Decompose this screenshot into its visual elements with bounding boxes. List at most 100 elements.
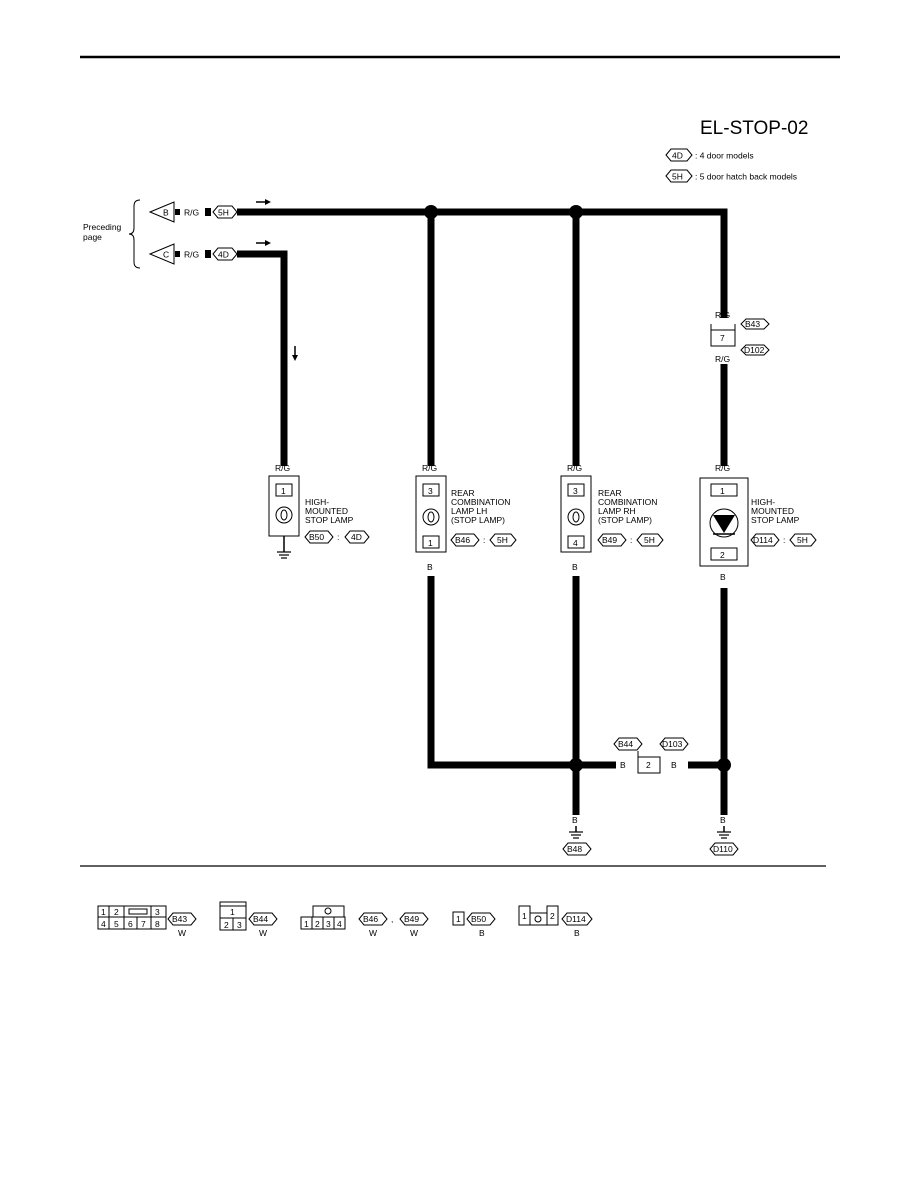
svg-text:B: B bbox=[163, 208, 169, 218]
svg-text:D114: D114 bbox=[753, 535, 773, 545]
svg-text:B: B bbox=[620, 760, 626, 770]
svg-text:1: 1 bbox=[456, 914, 461, 924]
svg-text:5H: 5H bbox=[218, 208, 229, 218]
ground-b48: B B48 bbox=[562, 815, 592, 856]
svg-text:B50: B50 bbox=[471, 914, 486, 924]
splice-dots bbox=[424, 205, 731, 772]
svg-text:B48: B48 bbox=[567, 844, 582, 854]
svg-text:4D: 4D bbox=[218, 250, 229, 260]
svg-text:LAMP RH: LAMP RH bbox=[598, 506, 636, 516]
svg-text:1: 1 bbox=[281, 486, 286, 496]
svg-text:STOP LAMP: STOP LAMP bbox=[751, 515, 800, 525]
svg-text:HIGH-: HIGH- bbox=[305, 497, 329, 507]
svg-text:(STOP LAMP): (STOP LAMP) bbox=[598, 515, 652, 525]
svg-text:R/G: R/G bbox=[275, 463, 290, 473]
svg-text:R/G: R/G bbox=[715, 463, 730, 473]
connector-view-b49: B49 W bbox=[399, 912, 429, 938]
svg-text::: : bbox=[783, 535, 785, 545]
svg-text:B44: B44 bbox=[253, 914, 268, 924]
svg-text:2: 2 bbox=[224, 920, 229, 930]
svg-text:1: 1 bbox=[428, 538, 433, 548]
svg-text:COMBINATION: COMBINATION bbox=[598, 497, 657, 507]
input-arrow-b: B R/G 5H bbox=[148, 201, 238, 223]
svg-text:2: 2 bbox=[720, 550, 725, 560]
svg-text:B43: B43 bbox=[745, 319, 760, 329]
svg-text:B49: B49 bbox=[404, 914, 419, 924]
svg-text:3: 3 bbox=[155, 907, 160, 917]
svg-text:B43: B43 bbox=[172, 914, 187, 924]
svg-text:(STOP LAMP): (STOP LAMP) bbox=[451, 515, 505, 525]
preceding-label: Preceding bbox=[83, 222, 122, 232]
svg-text:R/G: R/G bbox=[184, 250, 199, 260]
svg-text:2: 2 bbox=[114, 907, 119, 917]
svg-text:R/G: R/G bbox=[715, 354, 730, 364]
svg-text:W: W bbox=[259, 928, 267, 938]
svg-text:B: B bbox=[572, 815, 578, 825]
svg-text:R/G: R/G bbox=[715, 310, 730, 320]
svg-text:4D: 4D bbox=[672, 151, 683, 161]
svg-text:B46: B46 bbox=[363, 914, 378, 924]
svg-text:MOUNTED: MOUNTED bbox=[305, 506, 348, 516]
svg-text::: : bbox=[630, 535, 632, 545]
svg-text:2: 2 bbox=[315, 919, 320, 929]
svg-text:B50: B50 bbox=[309, 532, 324, 542]
flow-arrows bbox=[256, 199, 298, 361]
lamp-rear-combination-rh: R/G 3 4 B REAR COMBINATION LAMP RH (STOP… bbox=[560, 463, 664, 572]
svg-text:MOUNTED: MOUNTED bbox=[751, 506, 794, 516]
svg-text:D114: D114 bbox=[566, 914, 586, 924]
diagram-id: EL-STOP-02 bbox=[700, 118, 808, 139]
connector-view-b46: 1 2 3 4 B46 W , bbox=[300, 905, 393, 938]
svg-text:: 4 door models: : 4 door models bbox=[695, 151, 754, 161]
svg-text:: 5 door hatch back models: : 5 door hatch back models bbox=[695, 172, 797, 182]
svg-text:D102: D102 bbox=[744, 345, 765, 355]
svg-text:8: 8 bbox=[155, 919, 160, 929]
svg-text:STOP LAMP: STOP LAMP bbox=[305, 515, 354, 525]
svg-text:1: 1 bbox=[522, 911, 527, 921]
legend-4d: 4D : 4 door models bbox=[665, 148, 754, 162]
svg-text:R/G: R/G bbox=[184, 208, 199, 218]
svg-text:5: 5 bbox=[114, 919, 119, 929]
page-label: page bbox=[83, 232, 102, 242]
svg-text:W: W bbox=[410, 928, 418, 938]
svg-text:COMBINATION: COMBINATION bbox=[451, 497, 510, 507]
svg-text::: : bbox=[483, 535, 485, 545]
lamp-rear-combination-lh: R/G 3 1 B REAR COMBINATION LAMP LH (STOP… bbox=[415, 463, 517, 572]
connector-b43-d102: R/G 7 B43 D102 R/G bbox=[710, 310, 770, 364]
svg-text:B: B bbox=[572, 562, 578, 572]
svg-text:7: 7 bbox=[141, 919, 146, 929]
svg-text:W: W bbox=[178, 928, 186, 938]
svg-text:R/G: R/G bbox=[422, 463, 437, 473]
separator: , bbox=[391, 914, 393, 924]
svg-text:D110: D110 bbox=[713, 844, 733, 854]
svg-text::: : bbox=[337, 532, 339, 542]
legend-5h: 5H : 5 door hatch back models bbox=[665, 169, 797, 183]
svg-text:B: B bbox=[720, 815, 726, 825]
svg-text:1: 1 bbox=[304, 919, 309, 929]
svg-text:1: 1 bbox=[230, 907, 235, 917]
ground-d110: B D110 bbox=[709, 815, 739, 856]
svg-text:7: 7 bbox=[720, 333, 725, 343]
svg-text:4: 4 bbox=[573, 538, 578, 548]
brace bbox=[128, 199, 141, 269]
svg-text:REAR: REAR bbox=[598, 488, 622, 498]
svg-text:3: 3 bbox=[428, 486, 433, 496]
svg-text:D103: D103 bbox=[662, 739, 683, 749]
svg-text:5H: 5H bbox=[644, 535, 655, 545]
connector-view-b44: 1 2 3 B44 W bbox=[219, 901, 278, 938]
svg-text:5H: 5H bbox=[797, 535, 808, 545]
svg-text:B: B bbox=[427, 562, 433, 572]
connector-view-d114: 1 2 D114 B bbox=[518, 905, 593, 938]
svg-text:6: 6 bbox=[128, 919, 133, 929]
svg-text:REAR: REAR bbox=[451, 488, 475, 498]
connector-b44-d103: B44 D103 B 2 B bbox=[613, 737, 689, 774]
svg-text:3: 3 bbox=[573, 486, 578, 496]
lamp-high-mounted-5h: R/G 1 2 B HIGH- MOUNTED STOP LAMP D114 :… bbox=[699, 463, 817, 582]
svg-text:LAMP LH: LAMP LH bbox=[451, 506, 487, 516]
svg-text:B: B bbox=[671, 760, 677, 770]
svg-text:1: 1 bbox=[720, 486, 725, 496]
svg-text:HIGH-: HIGH- bbox=[751, 497, 775, 507]
svg-text:W: W bbox=[369, 928, 377, 938]
svg-text:B49: B49 bbox=[602, 535, 617, 545]
svg-text:B: B bbox=[574, 928, 580, 938]
